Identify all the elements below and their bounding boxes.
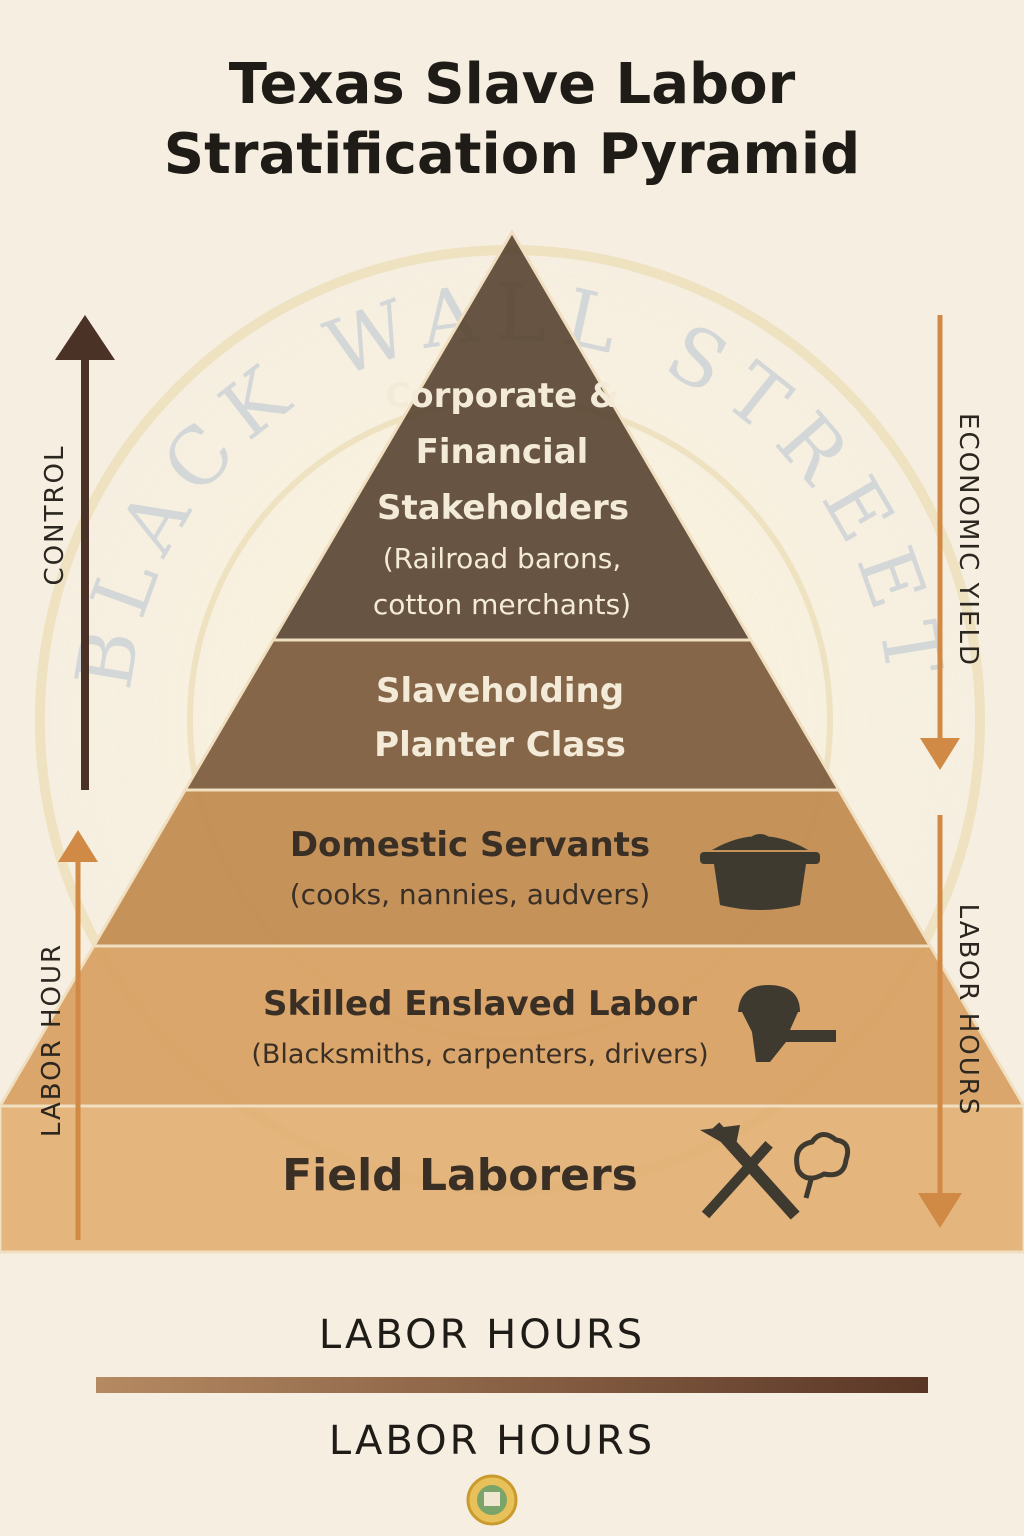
pyramid-tiers <box>0 229 1024 1254</box>
labor-hours-side-label: LABOR HOURS <box>953 903 983 1117</box>
economic-yield-label: ECONOMIC YIELD <box>953 413 983 667</box>
economic-yield-arrow <box>920 315 960 770</box>
tier-field: Field Laborers <box>220 1144 700 1208</box>
page-title: Texas Slave Labor Stratification Pyramid <box>0 50 1024 190</box>
control-arrow-head <box>55 315 115 360</box>
black-wall-street-logo <box>466 1474 518 1526</box>
tier-band-field <box>0 1104 1024 1254</box>
economic-yield-arrow-head <box>920 738 960 770</box>
labor-hours-arrow <box>918 815 962 1228</box>
tier-name: Domestic Servants <box>289 825 651 865</box>
labor-hour-arrow <box>58 830 98 1240</box>
tier-name: Field Laborers <box>282 1150 638 1201</box>
tier-corporate: Corporate & Financial Stakeholders (Rail… <box>302 368 702 628</box>
tier-skilled: Skilled Enslaved Labor (Blacksmiths, car… <box>140 976 820 1078</box>
tier-subtitle: (cooks, nannies, audvers) <box>289 878 651 911</box>
labor-hour-label: LABOR HOUR <box>37 942 67 1138</box>
labor-hours-arrow-head <box>918 1193 962 1228</box>
pot-icon <box>700 834 820 910</box>
control-label: CONTROL <box>40 444 70 586</box>
tier-planter: Slaveholding Planter Class <box>300 664 700 772</box>
labor-hours-bar <box>96 1377 928 1393</box>
title-line-1: Texas Slave Labor <box>228 52 796 117</box>
control-arrow <box>55 315 115 790</box>
tier-name: Skilled Enslaved Labor <box>262 984 698 1024</box>
bottom-label-top: LABOR HOURS <box>318 1312 646 1358</box>
tier-name: Corporate & Financial Stakeholders <box>377 376 630 528</box>
tier-domestic: Domestic Servants (cooks, nannies, audve… <box>210 818 730 918</box>
tier-subtitle: (Railroad barons, cotton merchants) <box>372 542 632 621</box>
hoe-cotton-icon <box>700 1122 851 1220</box>
tier-subtitle: (Blacksmiths, carpenters, drivers) <box>251 1039 709 1070</box>
labor-hour-arrow-head <box>58 830 98 862</box>
bottom-label-bottom: LABOR HOURS <box>328 1418 656 1464</box>
tier-name: Slaveholding Planter Class <box>374 671 626 765</box>
hammer-anvil-icon <box>738 985 836 1062</box>
title-line-2: Stratification Pyramid <box>163 122 861 187</box>
